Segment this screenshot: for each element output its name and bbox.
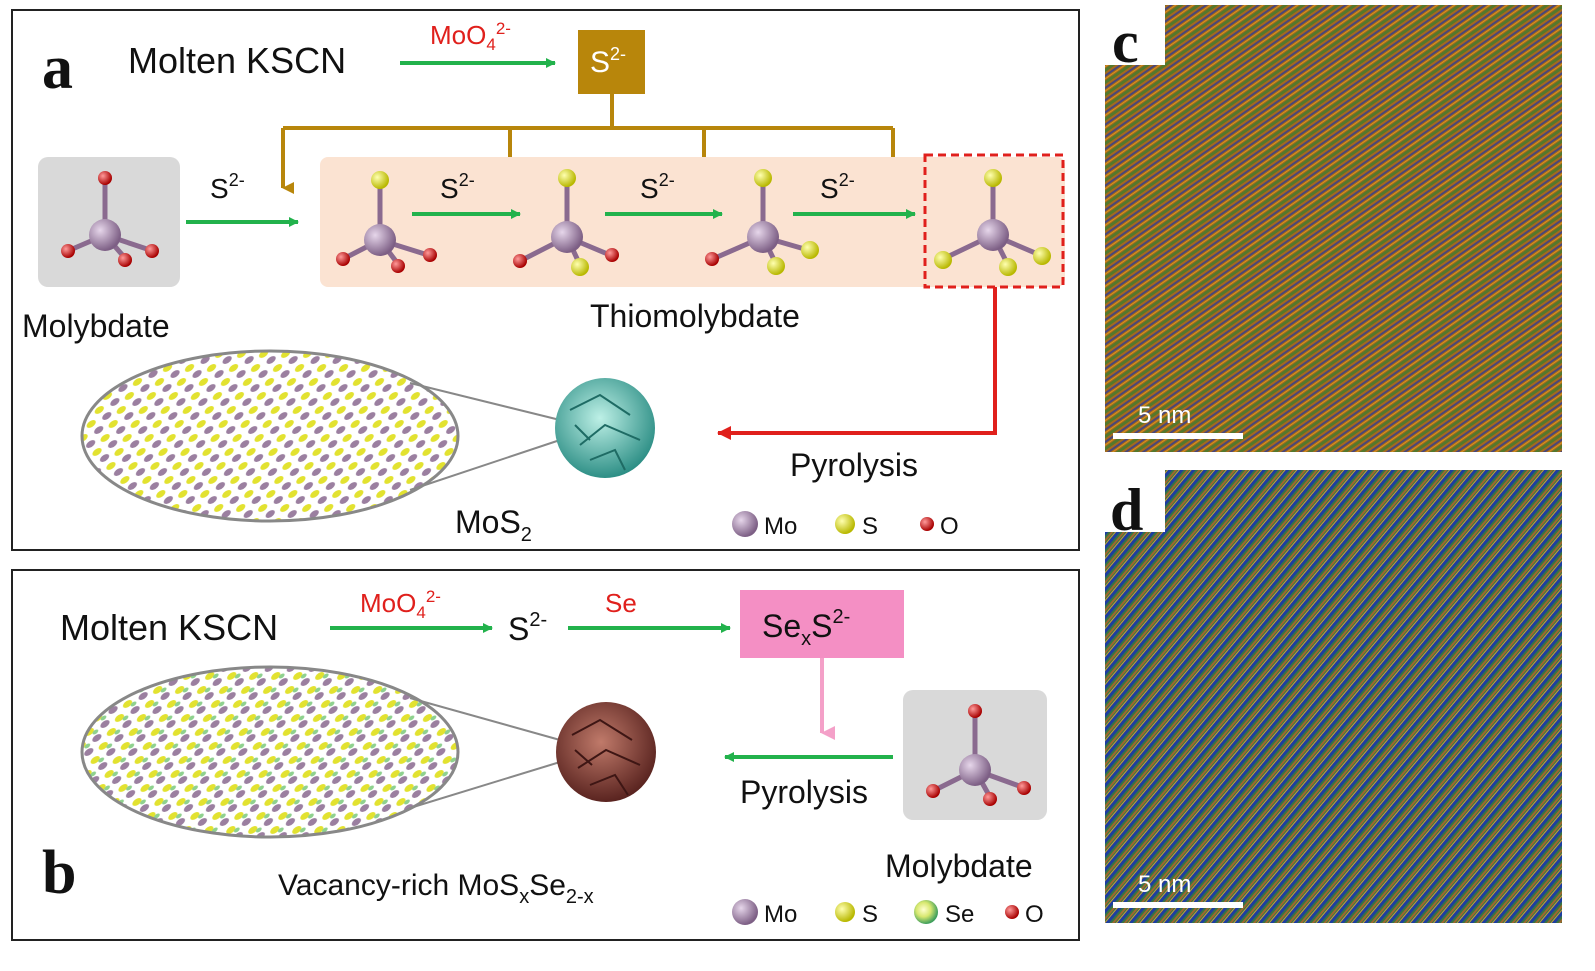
selenosulfide-label: SexS2- [762, 606, 850, 650]
mossex-petals [571, 718, 641, 796]
thiomolybdate-region [320, 157, 1065, 287]
hrtem-image-d [1105, 470, 1562, 923]
mos2-layer-zoom [80, 349, 460, 523]
legend-b-o-label: O [1025, 901, 1044, 928]
panel-c: c 5 nm [1105, 5, 1562, 452]
pyrolysis-label-a: Pyrolysis [790, 447, 918, 483]
zoom-line-top-b [409, 697, 561, 741]
legend-a: Mo S O [732, 511, 959, 540]
molybdate-molecule-b [926, 704, 1031, 806]
selenium-label: Se [605, 588, 637, 618]
hrtem-image-c [1105, 5, 1562, 452]
scale-bar-d [1113, 902, 1243, 908]
pyrolysis-label-b: Pyrolysis [740, 774, 868, 810]
panel-a-letter: a [42, 34, 73, 102]
panel-c-letter: c [1112, 9, 1139, 75]
molybdate-label: Molybdate [22, 308, 170, 344]
legend-b-s-label: S [862, 901, 878, 928]
thiomolybdate-4 [934, 169, 1051, 276]
scale-label-d: 5 nm [1138, 871, 1191, 898]
reagent-label: MoO42- [430, 19, 511, 54]
product-label-b: Vacancy-rich MoSxSe2-x [278, 869, 594, 908]
zoom-line-bottom-b [409, 761, 561, 809]
legend-b-mo-icon [732, 899, 758, 925]
source-label-b: Molten KSCN [60, 607, 278, 648]
step-3-label: S2- [640, 170, 675, 204]
scale-label-c: 5 nm [1138, 402, 1191, 429]
step-1-label: S2- [210, 170, 245, 204]
legend-s-icon [835, 514, 855, 534]
sulfide-box [578, 30, 645, 94]
legend-b-se-icon [914, 900, 938, 924]
thiomolybdate-3 [705, 169, 819, 275]
mossex-nanoflower [556, 702, 656, 802]
step-2-label: S2- [440, 170, 475, 204]
zoom-line-bottom-a [409, 439, 561, 491]
legend-o-label: O [940, 513, 959, 540]
source-label: Molten KSCN [128, 40, 346, 81]
molybdate-label-b: Molybdate [885, 848, 1033, 884]
legend-b: Mo S Se O [732, 899, 1044, 928]
product-label-a: MoS2 [455, 504, 532, 546]
thiomolybdate-2 [513, 169, 619, 276]
thiomolybdate-1 [336, 171, 437, 273]
arrow-pyrolysis-a [717, 287, 997, 440]
legend-o-icon [920, 517, 934, 531]
panel-b: Molten KSCN MoO42- S2- Se SexS2- Pyrolys… [11, 569, 1080, 941]
sulfide-label-b: S2- [508, 609, 547, 647]
zoom-line-top-a [409, 382, 561, 421]
panel-a: a Molten KSCN MoO42- S2- Molyb [11, 9, 1080, 551]
step-4-label: S2- [820, 170, 855, 204]
scale-bar-c [1113, 433, 1243, 439]
selenosulfide-box [740, 590, 904, 658]
mos2-petals [569, 393, 641, 471]
panel-d-letter: d [1110, 477, 1143, 543]
mos2-nanoflower [555, 378, 655, 478]
panel-d: d 5 nm [1105, 470, 1562, 923]
mossex-layer-zoom [80, 665, 460, 839]
sulfide-box-label: S2- [590, 44, 626, 79]
panel-b-letter: b [42, 839, 76, 907]
legend-b-o-icon [1005, 905, 1019, 919]
thiomolybdate-label: Thiomolybdate [590, 298, 800, 334]
legend-s-label: S [862, 513, 878, 540]
legend-b-mo-label: Mo [764, 901, 797, 928]
legend-mo-icon [732, 511, 758, 537]
legend-mo-label: Mo [764, 513, 797, 540]
molybdate-molecule [61, 171, 159, 267]
legend-b-s-icon [835, 902, 855, 922]
reagent-label-b: MoO42- [360, 587, 441, 622]
legend-b-se-label: Se [945, 901, 974, 928]
